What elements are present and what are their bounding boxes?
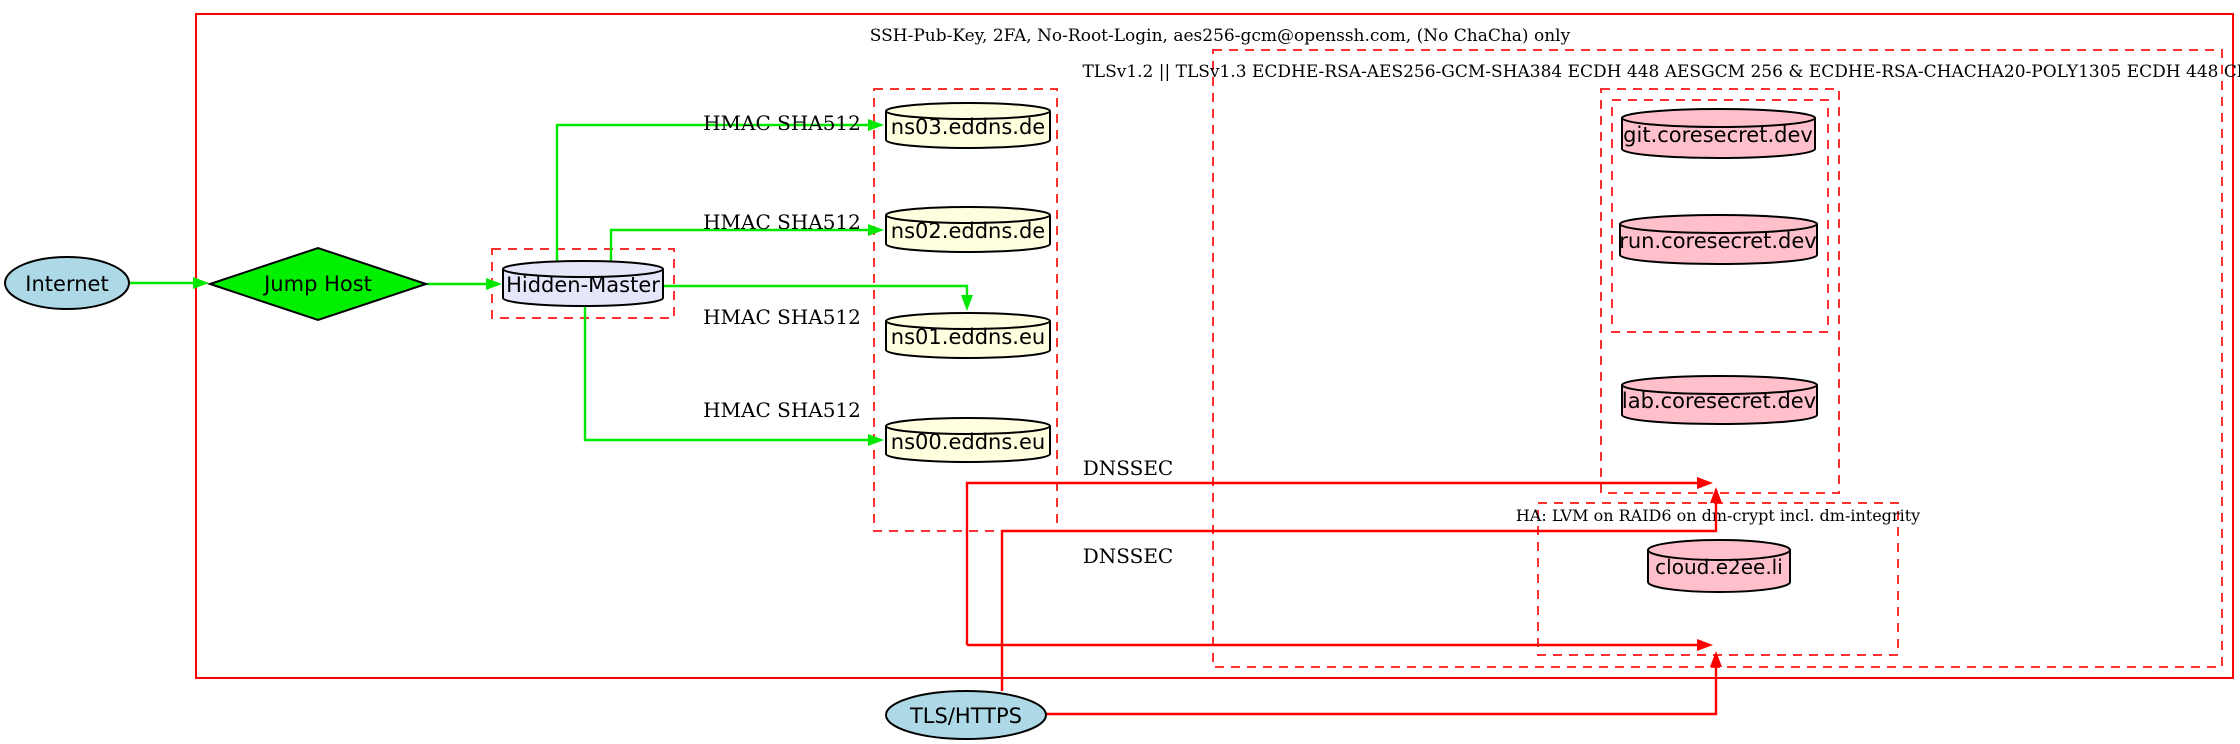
arrowhead — [1697, 639, 1713, 651]
edge-label-dnssec-2: DNSSEC — [1083, 544, 1174, 568]
ns03-node: ns03.eddns.de — [885, 102, 1051, 149]
servers-outer-cluster-box — [1600, 88, 1840, 494]
cloud-node-label: cloud.e2ee.li — [1655, 555, 1783, 579]
git-node-label: git.coresecret.dev — [1623, 123, 1813, 147]
cloud-node: cloud.e2ee.li — [1647, 539, 1791, 593]
jump-host-node: Jump Host — [206, 246, 430, 322]
arrowhead — [193, 277, 209, 289]
ns00-node: ns00.eddns.eu — [885, 417, 1051, 463]
edge-hiddenmaster-to-ns03 — [555, 119, 884, 262]
dns-cluster-box — [873, 88, 1058, 532]
arrowhead — [486, 278, 502, 290]
ns02-node: ns02.eddns.de — [885, 206, 1051, 253]
git-node: git.coresecret.dev — [1621, 108, 1816, 159]
edge-label-hmac-ns00: HMAC SHA512 — [703, 398, 861, 422]
ns00-node-label: ns00.eddns.eu — [891, 430, 1045, 454]
arrowhead — [868, 434, 884, 446]
ssh-cluster-box — [195, 13, 2234, 679]
run-node: run.coresecret.dev — [1619, 214, 1818, 265]
arrowhead — [868, 224, 884, 236]
internet-node: Internet — [4, 256, 130, 310]
internet-node-label: Internet — [25, 272, 108, 296]
hidden-master-node: Hidden-Master — [502, 260, 664, 307]
arrowhead — [868, 119, 884, 131]
edge-dns-to-ha-cluster — [967, 639, 1713, 651]
edge-label-dnssec-1: DNSSEC — [1083, 456, 1174, 480]
edge-internet-to-jumphost — [129, 277, 209, 289]
hidden-master-node-label: Hidden-Master — [506, 273, 660, 297]
edge-jumphost-to-hiddenmaster — [426, 278, 502, 290]
run-node-label: run.coresecret.dev — [1619, 229, 1817, 253]
arrowhead — [961, 295, 973, 311]
ns03-node-label: ns03.eddns.de — [891, 115, 1045, 139]
ns01-node-label: ns01.eddns.eu — [891, 325, 1045, 349]
arrowhead — [1710, 651, 1722, 667]
tls-https-node-label: TLS/HTTPS — [909, 704, 1022, 728]
edge-dns-to-servers-cluster — [965, 477, 1713, 645]
lab-node-label: lab.coresecret.dev — [1622, 389, 1816, 413]
edge-hiddenmaster-to-ns00 — [583, 306, 884, 446]
tls-https-node: TLS/HTTPS — [885, 690, 1047, 740]
ssh-cluster: SSH-Pub-Key, 2FA, No-Root-Login, aes256-… — [195, 13, 2234, 679]
ha-cluster-label: HA: LVM on RAID6 on dm-crypt incl. dm-in… — [1516, 506, 1920, 525]
arrowhead — [1697, 477, 1713, 489]
ssh-cluster-label: SSH-Pub-Key, 2FA, No-Root-Login, aes256-… — [870, 26, 1571, 46]
edge-label-hmac-ns03: HMAC SHA512 — [703, 111, 861, 135]
edge-label-hmac-ns01: HMAC SHA512 — [703, 305, 861, 329]
tls-cluster-label: TLSv1.2 || TLSv1.3 ECDHE-RSA-AES256-GCM-… — [1082, 62, 2240, 82]
edge-label-hmac-ns02: HMAC SHA512 — [703, 210, 861, 234]
ns01-node: ns01.eddns.eu — [885, 312, 1051, 359]
edge-hiddenmaster-to-ns02 — [609, 224, 884, 262]
ns02-node-label: ns02.eddns.de — [891, 219, 1045, 243]
edge-hiddenmaster-to-ns01 — [663, 284, 973, 311]
edge-tlshttps-to-ha-cluster — [1045, 651, 1722, 716]
lab-node: lab.coresecret.dev — [1621, 375, 1818, 425]
arrowhead — [1710, 487, 1722, 503]
jump-host-node-label: Jump Host — [262, 272, 372, 296]
edge-tlshttps-to-servers-cluster — [1000, 487, 1722, 691]
